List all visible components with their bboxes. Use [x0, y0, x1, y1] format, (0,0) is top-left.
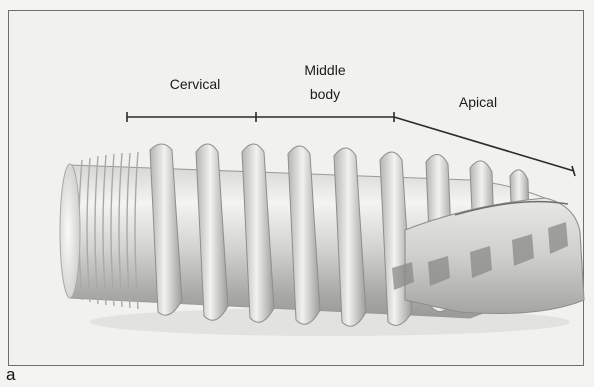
middle-body-bracket [256, 112, 394, 122]
panel-letter: a [6, 365, 15, 385]
dental-implant [60, 144, 584, 336]
cervical-bracket [127, 112, 256, 122]
apical-label: Apical [438, 92, 518, 112]
body-label: body [285, 84, 365, 104]
middle-label: Middle [285, 60, 365, 80]
implant-platform [60, 164, 80, 298]
cervical-label: Cervical [155, 74, 235, 94]
